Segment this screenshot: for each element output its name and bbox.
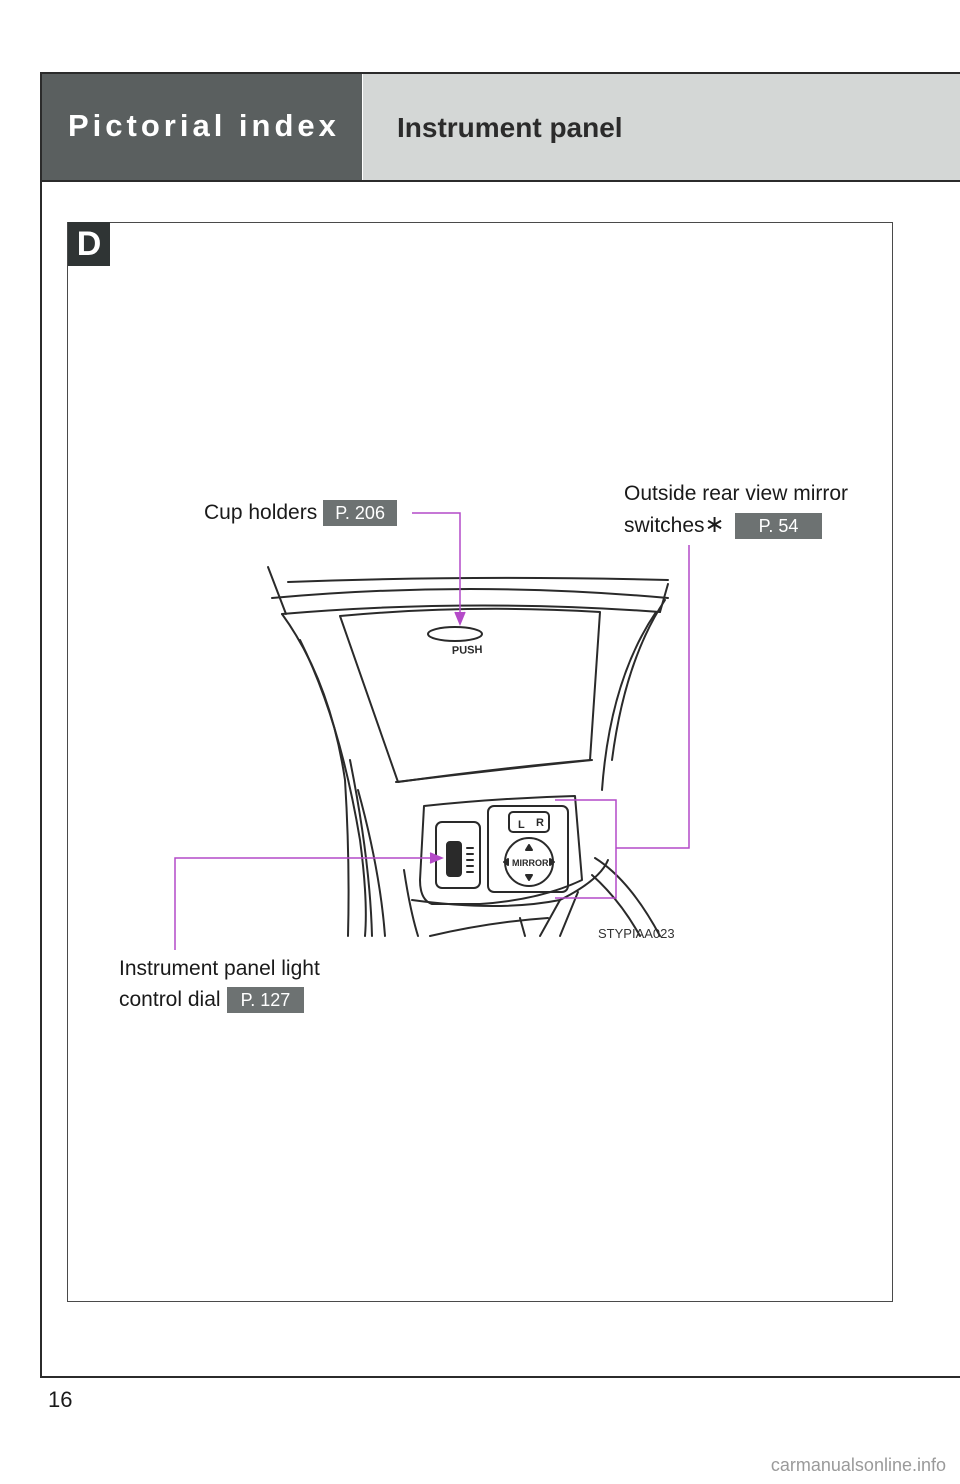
light-dial-line2: control dial: [119, 988, 221, 1011]
section-badge: D: [68, 222, 110, 266]
image-code: STYPIAA023: [598, 926, 675, 941]
mirror-switches-line2-wrap: switches∗ P. 54: [624, 509, 848, 541]
page-title: Instrument panel: [397, 112, 623, 143]
section-title: Pictorial index: [68, 108, 340, 143]
cup-holders-label: Cup holders: [204, 501, 318, 524]
page-number: 16: [48, 1387, 73, 1412]
mirror-switches-page-ref[interactable]: P. 54: [734, 513, 823, 540]
mirror-switches-line2: switches: [624, 514, 705, 537]
cup-holders-page-ref[interactable]: P. 206: [323, 500, 397, 527]
watermark: carmanualsonline.info: [770, 1455, 946, 1475]
mirror-switches-callout: Outside rear view mirror switches∗ P. 54: [624, 478, 848, 541]
light-dial-line1: Instrument panel light: [119, 957, 320, 980]
diagram-box: [67, 222, 893, 1302]
footnote-mark: ∗: [704, 511, 725, 538]
light-dial-page-ref[interactable]: P. 127: [226, 987, 305, 1014]
page-title-tab: Instrument panel: [363, 74, 960, 180]
section-tab: Pictorial index: [42, 74, 362, 180]
header-divider: [42, 180, 960, 182]
mirror-switches-line1: Outside rear view mirror: [624, 482, 849, 505]
page-frame: [40, 72, 960, 1378]
